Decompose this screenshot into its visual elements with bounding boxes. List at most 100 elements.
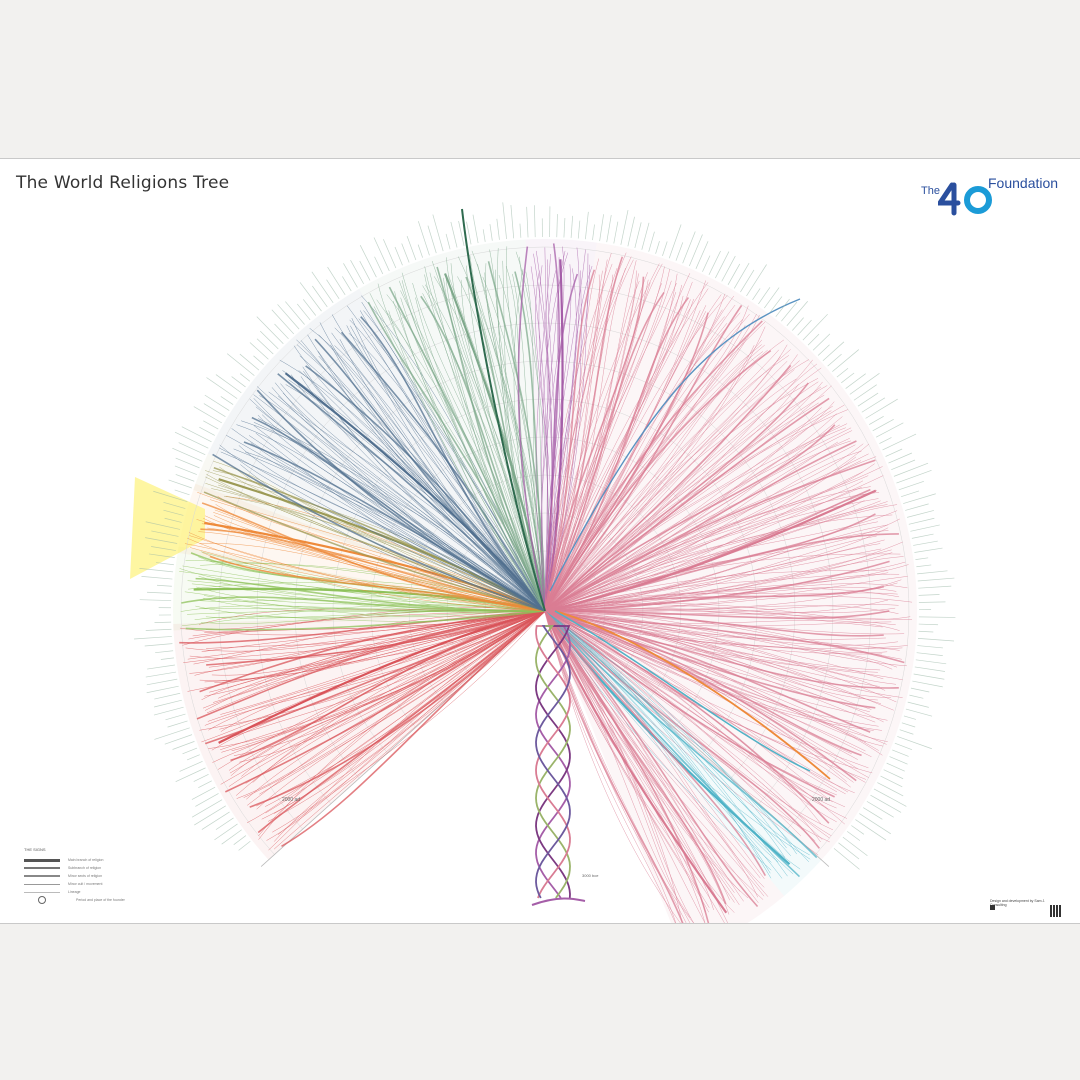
branch-line	[544, 475, 869, 612]
branch-line	[497, 248, 546, 612]
leaf-label-mark	[172, 447, 203, 462]
branch-line	[443, 277, 546, 612]
leaf-label-mark	[859, 813, 891, 835]
leaf-label-mark	[401, 243, 410, 263]
leaf-label-mark	[889, 756, 908, 765]
leaf-label-mark	[892, 749, 909, 757]
leaf-label-mark	[226, 353, 255, 376]
branch-line	[544, 610, 676, 923]
branch-line	[394, 291, 546, 612]
leaf-label-mark	[214, 823, 238, 841]
leaf-label-mark	[256, 338, 274, 355]
logo-40-mark	[938, 182, 992, 216]
branch-line	[544, 295, 684, 612]
branch-line	[189, 547, 546, 612]
leaf-label-mark	[182, 747, 198, 755]
branch-line	[544, 610, 735, 893]
branch-line	[359, 310, 546, 612]
branch-line	[248, 435, 546, 612]
leaf-label-mark	[167, 720, 188, 728]
leaf-label-mark	[894, 742, 913, 750]
logo-foundation: Foundation	[988, 175, 1059, 191]
leaf-label-mark	[285, 301, 305, 325]
branch-line	[346, 325, 546, 612]
branch-line	[195, 577, 546, 612]
branch-line	[544, 610, 872, 710]
leaf-label-mark	[903, 715, 917, 720]
branch-line	[544, 321, 766, 612]
branch-line	[212, 453, 546, 612]
branch-line	[303, 371, 546, 612]
leaf-label-mark	[917, 570, 948, 575]
leaf-label-mark	[910, 524, 940, 532]
branch-line	[544, 268, 577, 612]
branch-line	[185, 610, 546, 631]
branch-line	[544, 486, 871, 612]
leaf-label-mark	[203, 403, 226, 417]
branch-line	[544, 610, 884, 747]
leaf-label-mark	[193, 774, 209, 782]
branch-line	[544, 610, 788, 877]
leaf-label-mark	[797, 319, 812, 336]
founder-marker-icon	[38, 896, 46, 904]
branch-line	[392, 300, 546, 612]
branch-line	[544, 610, 849, 793]
leaf-label-mark	[160, 657, 174, 660]
branch-line	[544, 282, 677, 612]
branch-line	[220, 610, 546, 741]
branch-line	[544, 610, 744, 902]
leaf-label-mark	[220, 396, 234, 405]
branch-line	[544, 410, 832, 612]
poster-title: The World Religions Tree	[16, 173, 230, 193]
leaf-label-mark	[145, 628, 172, 631]
branch-line	[544, 610, 905, 635]
axis-right-end-label: 2000 ad	[812, 797, 830, 803]
leaf-label-mark	[174, 489, 190, 496]
branch-line	[544, 355, 790, 612]
branch-line	[544, 610, 783, 879]
leaf-label-mark	[708, 250, 721, 276]
leaf-label-mark	[918, 616, 956, 618]
leaf-label-mark	[865, 398, 898, 419]
leaf-label-mark	[174, 465, 197, 475]
branch-line	[544, 305, 749, 612]
leaf-label-mark	[179, 761, 203, 772]
branch-line	[544, 610, 894, 711]
leaf-label-mark	[147, 591, 172, 594]
leaf-label-mark	[201, 811, 230, 830]
leaf-label-mark	[147, 664, 175, 670]
leaf-label-mark	[900, 490, 920, 498]
branch-line	[544, 459, 876, 612]
branch-line	[544, 263, 613, 612]
leaf-label-mark	[845, 373, 866, 389]
leaf-label-mark	[154, 727, 190, 740]
branch-line	[184, 591, 546, 617]
branch-line	[271, 387, 546, 612]
branch-line	[544, 486, 863, 612]
leaf-label-mark	[851, 825, 865, 835]
leaf-label-mark	[917, 645, 943, 649]
main-branch	[554, 610, 811, 772]
branch-line	[544, 610, 900, 651]
branch-line	[544, 610, 691, 923]
leaf-label-mark	[418, 221, 430, 256]
branch-line	[185, 610, 546, 652]
leaf-label-mark	[359, 260, 371, 281]
branch-line	[194, 610, 546, 622]
branch-line	[215, 504, 546, 612]
branch-line	[211, 610, 546, 676]
branch-line	[544, 344, 788, 612]
leaf-label-mark	[191, 786, 216, 800]
leaf-label-mark	[918, 594, 940, 596]
main-branch	[204, 521, 546, 613]
branch-line	[309, 328, 546, 612]
leaf-label-mark	[133, 636, 172, 640]
legend-label: Subbranch of religion	[68, 866, 102, 870]
leaf-label-mark	[832, 349, 860, 372]
branch-line	[544, 475, 884, 612]
branch-line	[544, 610, 871, 733]
leaf-label-mark	[833, 848, 860, 870]
time-ring	[180, 246, 910, 855]
leaf-label-mark	[869, 415, 884, 425]
branch-line	[252, 610, 546, 783]
